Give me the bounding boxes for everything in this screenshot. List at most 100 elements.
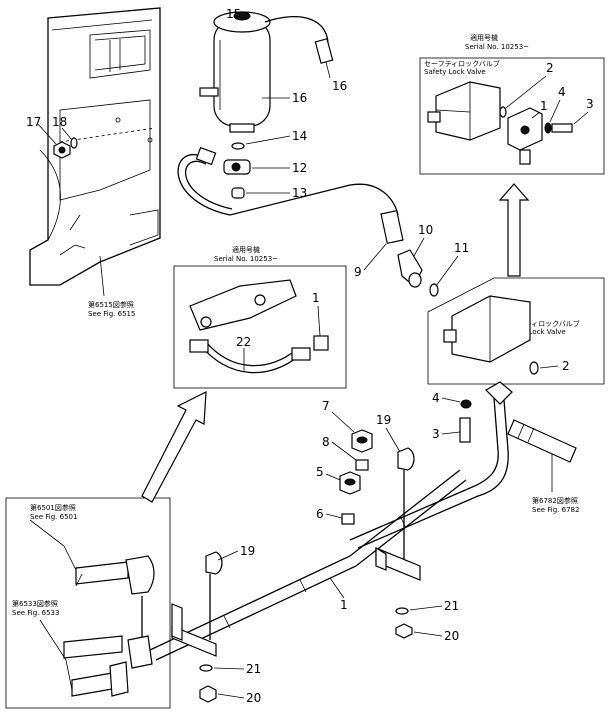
callout-2: 2 xyxy=(546,61,554,75)
callout-21: 21 xyxy=(444,599,459,613)
sleeve-6 xyxy=(341,513,355,525)
nut-7 xyxy=(351,429,373,453)
machine-frame xyxy=(29,7,161,286)
callout-16: 16 xyxy=(292,91,307,105)
bolt-17 xyxy=(53,141,71,159)
leader-line xyxy=(317,305,321,337)
callout-13: 13 xyxy=(292,186,307,200)
leader-line xyxy=(549,99,561,123)
accumulator-15 xyxy=(199,11,334,133)
ref-label-en: See Fig. 6533 xyxy=(12,609,59,617)
bracket-right xyxy=(375,546,421,581)
elbow-10 xyxy=(397,249,423,288)
leader-line xyxy=(217,693,245,699)
leader-line xyxy=(441,397,461,403)
ref-label-en: See Fig. 6782 xyxy=(532,506,579,514)
callout-16: 16 xyxy=(332,79,347,93)
leader-line xyxy=(573,111,589,125)
callout-21: 21 xyxy=(246,662,261,676)
leader-line xyxy=(213,667,245,670)
nut-5 xyxy=(339,471,361,495)
leader-line xyxy=(325,473,341,481)
leader-line xyxy=(325,513,343,519)
leader-line xyxy=(331,411,355,433)
inset-right: セーフティロックバルブ Safety Lock Valve xyxy=(427,277,605,385)
serial-label: Serial No. 10253~ xyxy=(214,255,278,263)
leader-line xyxy=(37,123,57,145)
callout-11: 11 xyxy=(454,241,469,255)
callout-19: 19 xyxy=(240,544,255,558)
leader-line xyxy=(413,237,425,257)
callout-15: 15 xyxy=(226,7,241,21)
serial-label-jp: 適用号機 xyxy=(470,33,498,42)
leader-line xyxy=(245,135,291,145)
ref-label-jp: 第6501図参照 xyxy=(30,503,76,512)
callout-3: 3 xyxy=(432,427,440,441)
callout-17: 17 xyxy=(26,115,41,129)
nut-20-right xyxy=(395,623,413,639)
callout-7: 7 xyxy=(322,399,330,413)
fitting-13 xyxy=(231,187,245,199)
clamp-19-left xyxy=(205,551,223,640)
hose-9 xyxy=(177,146,404,245)
callout-1: 1 xyxy=(540,99,548,113)
callout-22: 22 xyxy=(236,335,251,349)
callouts: 15 16 16 14 12 13 18 17 10 11 9 22 1 2 1… xyxy=(26,7,594,705)
leader-line xyxy=(441,431,461,435)
fitting-14 xyxy=(231,142,245,150)
ref-label-en: See Fig. 6515 xyxy=(88,310,135,318)
leader-line xyxy=(435,255,459,287)
leader-line xyxy=(99,255,105,297)
ref-label-en: See Fig. 6501 xyxy=(30,513,77,521)
serial-label-jp: 適用号機 xyxy=(232,245,260,254)
callout-10: 10 xyxy=(418,223,433,237)
hose-end-right xyxy=(507,419,577,463)
elbow-12 xyxy=(223,159,251,175)
sleeve-8 xyxy=(355,459,369,471)
elbow-right xyxy=(349,381,513,549)
bolt-3 xyxy=(459,417,471,443)
ref-label-jp: 第6533図参照 xyxy=(12,599,58,608)
callout-6: 6 xyxy=(316,507,324,521)
leader-line xyxy=(409,605,443,611)
leader-line xyxy=(217,550,239,561)
callout-8: 8 xyxy=(322,435,330,449)
leader-line xyxy=(531,111,541,119)
leader-line xyxy=(385,427,401,453)
valve-label-en: Safety Lock Valve xyxy=(504,328,566,336)
arrow-to-top-right-inset xyxy=(498,183,530,277)
valve-label-en: Safety Lock Valve xyxy=(424,68,486,76)
bracket-left xyxy=(171,603,217,657)
nut-20-left xyxy=(199,685,217,703)
callout-1: 1 xyxy=(340,598,348,612)
callout-19: 19 xyxy=(376,413,391,427)
tube-1 xyxy=(149,469,467,661)
washer-21-left xyxy=(199,664,213,672)
leader-line xyxy=(413,631,443,637)
callout-20: 20 xyxy=(444,629,459,643)
callout-4: 4 xyxy=(432,391,440,405)
callout-2: 2 xyxy=(562,359,570,373)
callout-9: 9 xyxy=(354,265,362,279)
callout-14: 14 xyxy=(292,129,307,143)
callout-4: 4 xyxy=(558,85,566,99)
leader-line xyxy=(363,243,387,271)
serial-label: Serial No. 10253~ xyxy=(465,43,529,51)
leader-line xyxy=(331,441,357,461)
washer-4 xyxy=(460,399,472,409)
callout-1: 1 xyxy=(312,291,320,305)
inset-bottom-left: 第6501図参照 See Fig. 6501 第6533図参照 See Fig.… xyxy=(5,497,171,709)
ref-label-jp: 第6515図参照 xyxy=(88,300,134,309)
washer-18 xyxy=(70,137,78,149)
leader-line xyxy=(325,61,331,79)
leader-line xyxy=(329,577,345,599)
leader-line xyxy=(539,365,559,369)
leader-line xyxy=(505,75,547,109)
inset-middle: 適用号機 Serial No. 10253~ xyxy=(173,245,347,389)
oring-11 xyxy=(429,283,439,297)
valve-label-jp: セーフティロックバルブ xyxy=(424,59,500,68)
callout-12: 12 xyxy=(292,161,307,175)
callout-3: 3 xyxy=(586,97,594,111)
